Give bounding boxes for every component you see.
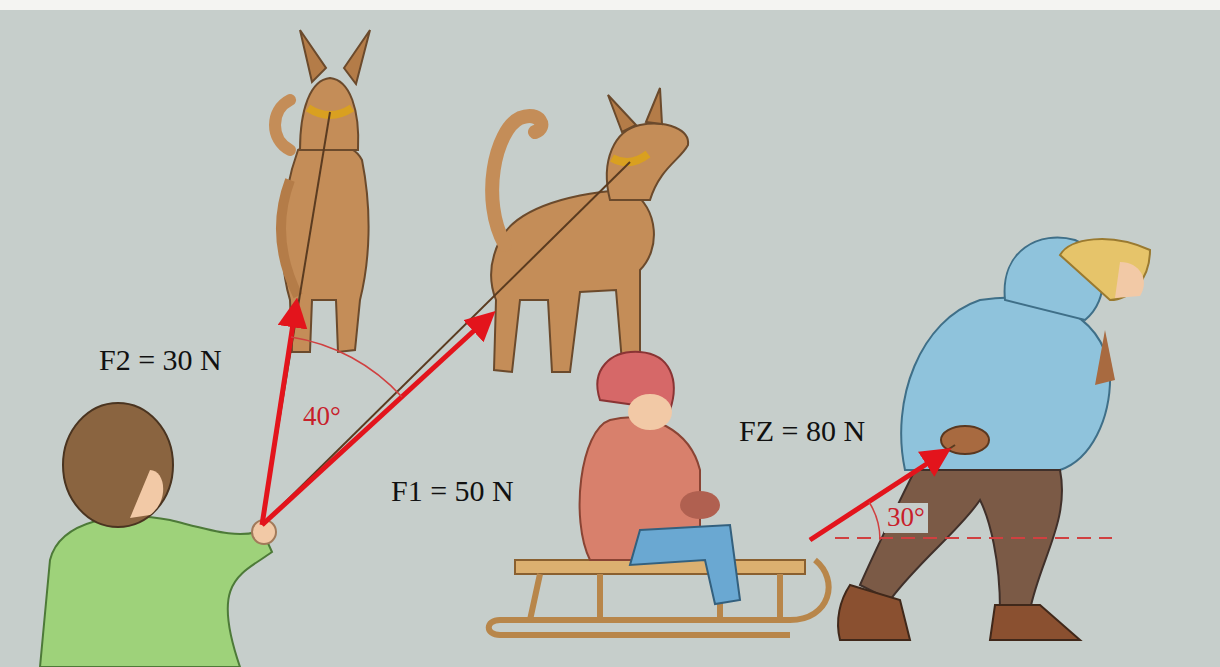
leash bbox=[262, 112, 330, 525]
dog-side bbox=[491, 88, 688, 372]
angle-label: 40° bbox=[300, 402, 344, 432]
force-arrow bbox=[810, 452, 945, 540]
dog-rear bbox=[275, 30, 370, 352]
boy bbox=[40, 403, 276, 667]
angle-arc bbox=[291, 337, 402, 397]
sled-child bbox=[489, 352, 829, 635]
force-arrow bbox=[262, 305, 296, 525]
reference-line bbox=[835, 537, 1112, 539]
rope bbox=[810, 445, 955, 540]
leash bbox=[262, 162, 630, 525]
angle-arc bbox=[869, 502, 880, 540]
man bbox=[838, 238, 1150, 641]
angle-label: 30° bbox=[884, 503, 928, 533]
top-margin bbox=[0, 0, 1220, 10]
force-label: F1 = 50 N bbox=[388, 474, 517, 507]
force-label: FZ = 80 N bbox=[736, 414, 868, 447]
force-label: F2 = 30 N bbox=[96, 343, 225, 376]
